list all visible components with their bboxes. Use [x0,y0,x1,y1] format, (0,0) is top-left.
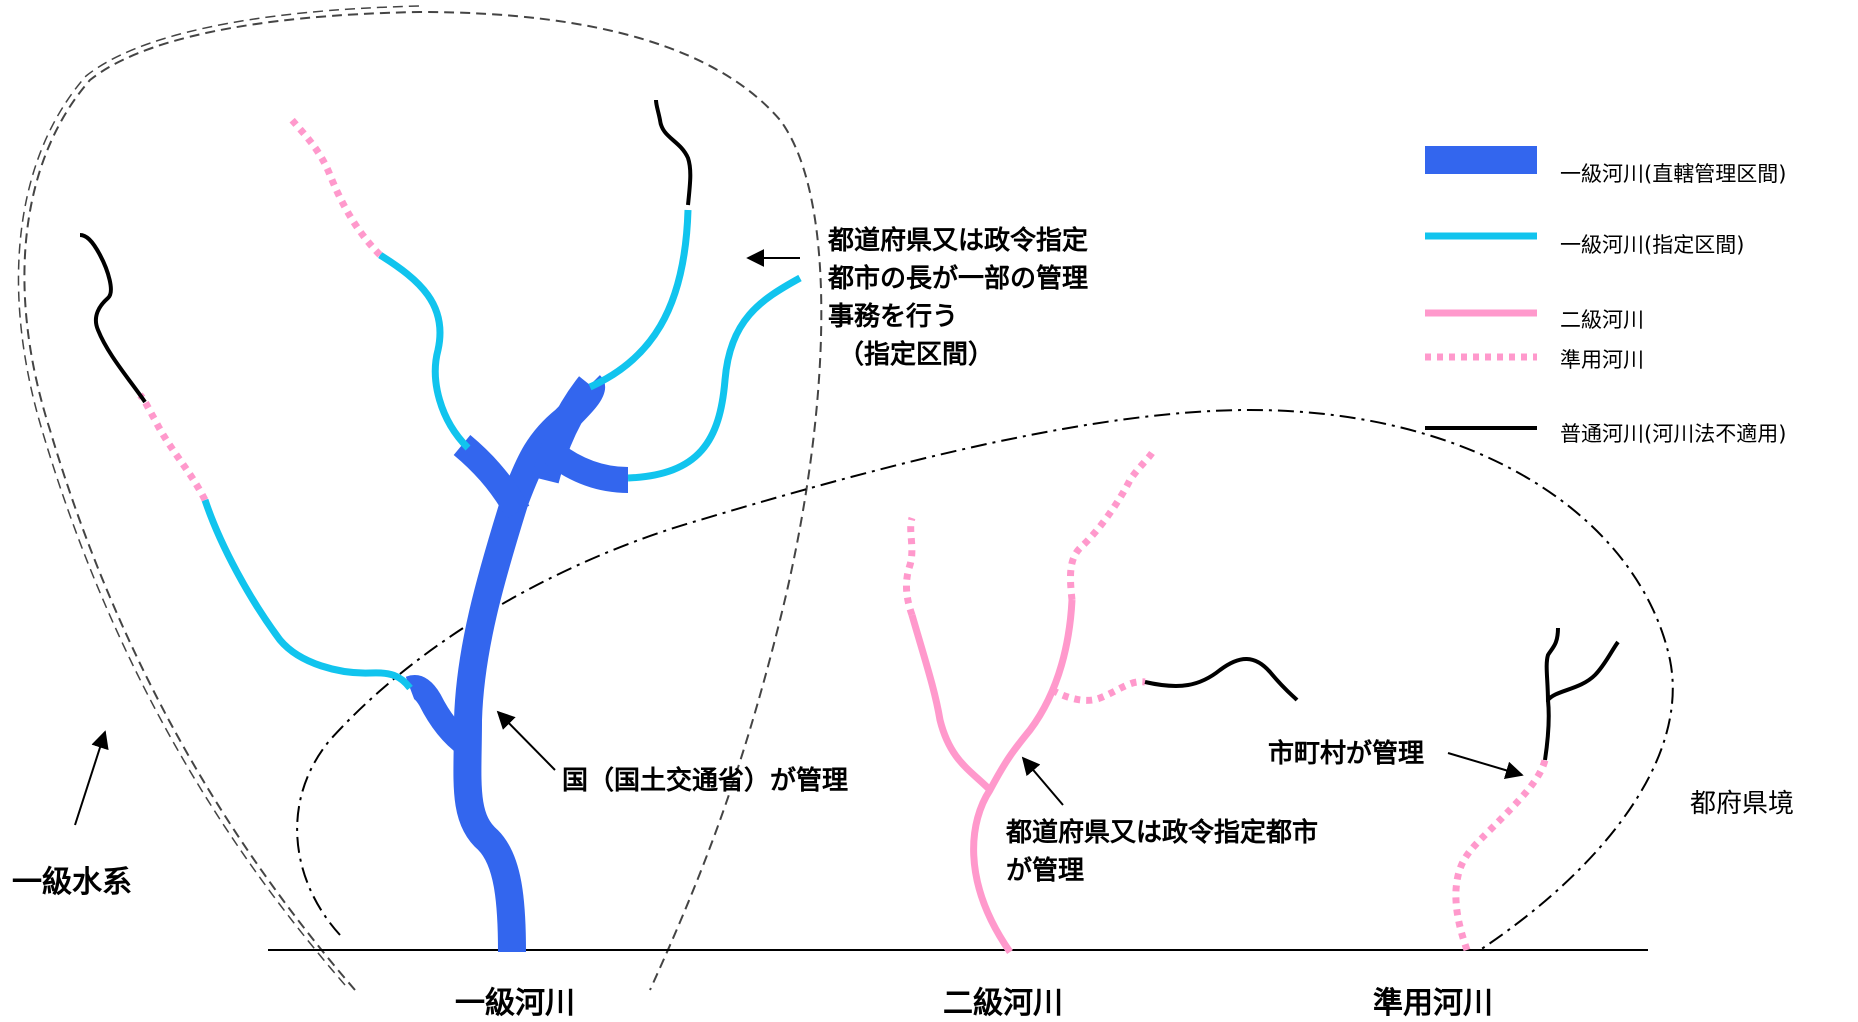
prefecture-border [296,408,1674,951]
prefecture-line-2: が管理 [1006,856,1085,886]
bottom-label-semi: 準用河川 [1373,986,1493,1021]
designated-top-left [378,252,471,451]
class1-left-fork-direct [453,435,530,519]
class1-right-fork-direct [545,442,629,493]
legend-label-direct: 一級河川(直轄管理区間) [1560,162,1787,186]
legend-label-designated: 一級河川(指定区間) [1560,233,1745,257]
annotation-designated-section: 都道府県又は政令指定 都市の長が一部の管理 事務を行う （指定区間） [828,222,1088,374]
class2-semi-side [1050,678,1146,704]
arrow-class1-system [74,730,109,826]
semi-top-left [289,117,383,258]
annotation-class1-system: 一級水系 [12,865,132,900]
class2-left-branch [908,614,993,793]
legend-label-class2: 二級河川 [1560,308,1644,332]
semi-far-left [137,392,209,502]
designated-top-right [588,209,692,391]
bottom-label-class2: 二級河川 [943,986,1063,1021]
class1-system-boundary-inner [17,5,421,986]
annotation-national: 国（国土交通省）が管理 [562,766,849,796]
legend-label-semi: 準用河川 [1560,348,1644,372]
semi-river-ordinary [1543,627,1620,761]
class1-lower-left-direct [405,675,474,755]
class2-main-channel [970,599,1076,954]
annotation-prefecture: 都道府県又は政令指定都市 が管理 [1006,814,1318,890]
prefecture-line-1: 都道府県又は政令指定都市 [1006,818,1319,848]
class1-system-boundary [23,10,823,991]
designated-line-1: 都道府県又は政令指定 [828,226,1089,256]
arrow-national [496,710,556,771]
legend-label-ordinary: 普通河川(河川法不適用) [1560,422,1787,446]
designated-line-4: （指定区間） [838,340,995,370]
class2-semi-upper-left [903,516,916,617]
designated-line-3: 事務を行う [828,302,959,332]
designated-far-left [201,498,413,691]
legend-swatch-direct [1425,146,1537,174]
ordinary-top-right [654,99,693,206]
designated-line-2: 都市の長が一部の管理 [828,264,1089,294]
bottom-label-class1: 一級河川 [455,986,575,1021]
arrow-prefecture [1021,756,1064,806]
annotation-prefecture-border: 都府県境 [1690,789,1795,819]
semi-river-channel [1452,758,1549,952]
designated-far-right [627,274,802,482]
class1-main-upper [531,376,602,484]
class2-ordinary-side [1144,657,1299,702]
arrow-municipal [1447,752,1524,780]
annotation-municipal: 市町村が管理 [1268,739,1425,769]
ordinary-far-left [79,233,147,404]
class2-semi-upper-right [1066,446,1159,601]
